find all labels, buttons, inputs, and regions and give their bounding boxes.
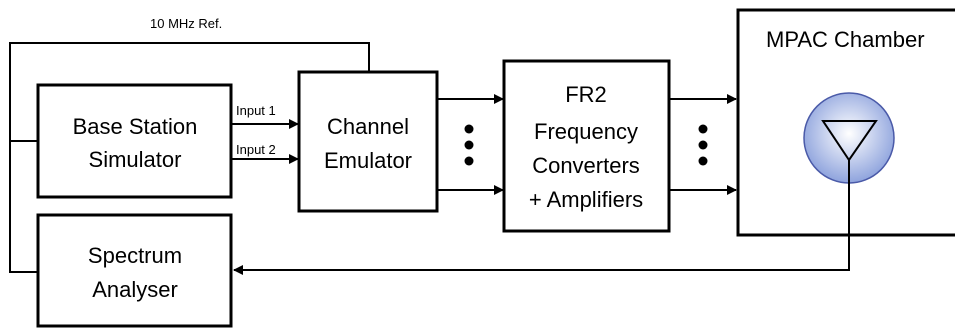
emulator-to-fr2-connections <box>437 94 504 195</box>
fr2-to-mpac-connections <box>669 94 737 195</box>
fr2-converters-block: FR2 Frequency Converters + Amplifiers <box>502 59 671 233</box>
base-station-label-line2: Simulator <box>89 147 182 172</box>
channel-emulator-block: Channel Emulator <box>297 70 439 213</box>
spectrum-analyser-label-line1: Spectrum <box>88 243 182 268</box>
spectrum-analyser-label-line2: Analyser <box>92 277 178 302</box>
ellipsis-dot <box>698 156 708 166</box>
ellipsis-dot <box>698 124 708 134</box>
feedback-connection <box>233 160 850 275</box>
reference-connection: 10 MHz Ref. <box>9 16 370 273</box>
mpac-chamber-block: MPAC Chamber <box>736 8 955 237</box>
reference-label: 10 MHz Ref. <box>150 16 222 31</box>
input-1-label: Input 1 <box>236 103 276 118</box>
base-station-label-line1: Base Station <box>73 114 198 139</box>
antenna-icon <box>821 120 878 162</box>
fr2-label-line1: FR2 <box>565 82 607 107</box>
mpac-chamber-title: MPAC Chamber <box>766 27 925 52</box>
fr2-label-line3: Converters <box>532 153 640 178</box>
channel-emulator-label-line1: Channel <box>327 114 409 139</box>
spectrum-analyser-block: Spectrum Analyser <box>36 213 233 328</box>
ellipsis-dot <box>698 140 708 150</box>
fr2-label-line2: Frequency <box>534 119 638 144</box>
input-2-label: Input 2 <box>236 142 276 157</box>
ellipsis-dot <box>464 156 474 166</box>
ellipsis-dot <box>464 124 474 134</box>
ellipsis-dot <box>464 140 474 150</box>
input-connections: Input 1 Input 2 <box>231 103 299 164</box>
fr2-label-line4: + Amplifiers <box>529 187 643 212</box>
channel-emulator-label-line2: Emulator <box>324 148 412 173</box>
base-station-simulator-block: Base Station Simulator <box>36 83 233 199</box>
